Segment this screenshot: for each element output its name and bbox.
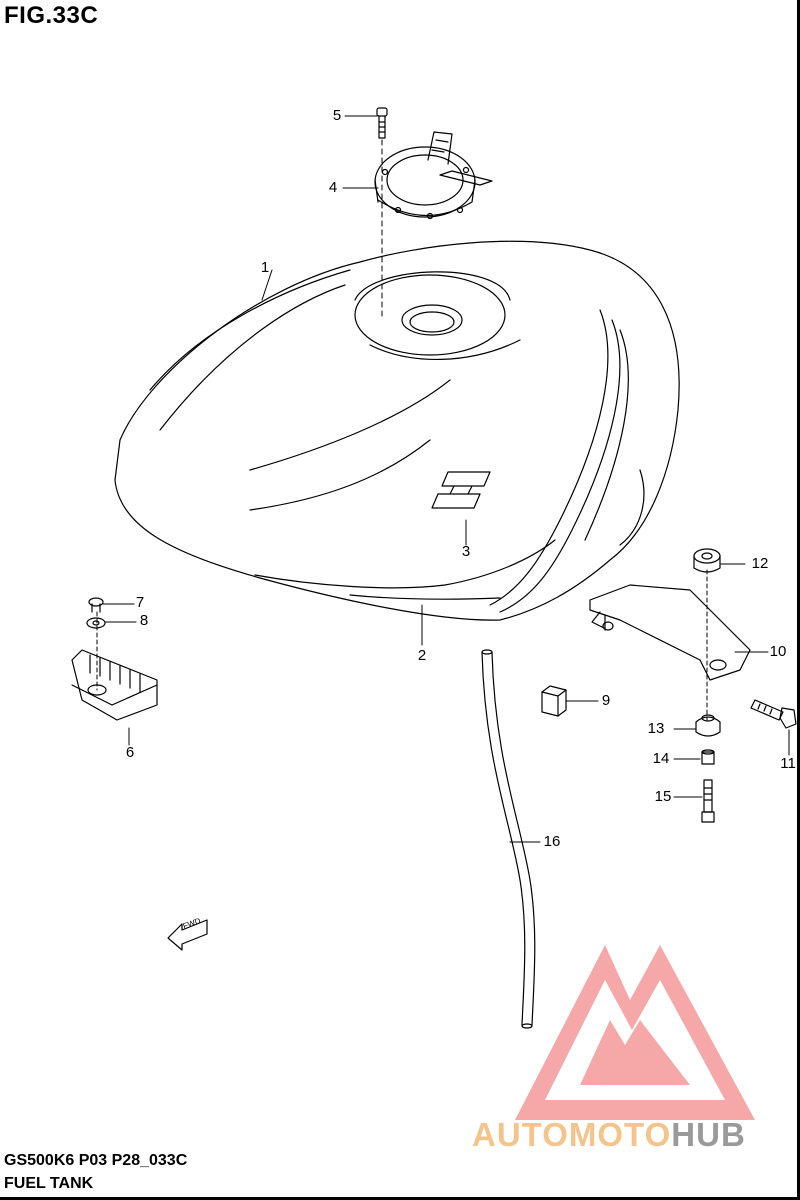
cushion-13-drawing: [695, 714, 721, 737]
callout-15: 15: [654, 788, 672, 805]
figure-title: FIG.33C: [4, 2, 99, 29]
callout-14: 14: [652, 750, 670, 767]
hose-16-drawing: [481, 649, 536, 1029]
callout-8: 8: [139, 612, 149, 629]
callout-4: 4: [328, 179, 338, 196]
emblem-3-drawing: [431, 471, 491, 509]
watermark-logo-icon: [515, 945, 755, 1120]
cushion-9-drawing: [541, 685, 567, 717]
watermark-text: AUTOMOTOHUB: [472, 1116, 746, 1154]
watermark-text-part2: HUB: [671, 1116, 746, 1153]
callout-5: 5: [332, 107, 342, 124]
cushion-6-drawing: [71, 649, 158, 721]
callout-11: 11: [780, 755, 796, 772]
callout-7: 7: [135, 594, 145, 611]
fwd-arrow-icon: [167, 919, 208, 951]
callout-2: 2: [417, 647, 427, 664]
leader-lines: [96, 115, 790, 843]
callout-10: 10: [769, 643, 787, 660]
callout-12: 12: [751, 555, 769, 572]
callout-16: 16: [543, 833, 561, 850]
washer-8-drawing: [86, 617, 106, 629]
bolt-11-drawing: [750, 699, 797, 729]
bracket-10-drawing: [589, 584, 751, 681]
fuel-tank-drawing: [114, 240, 680, 621]
callout-3: 3: [461, 543, 471, 560]
callout-9: 9: [601, 692, 611, 709]
fuel-cap-drawing: [374, 131, 493, 220]
cushion-12-drawing: [693, 548, 721, 573]
screw-5-drawing: [376, 107, 388, 139]
callout-13: 13: [647, 720, 665, 737]
callout-6: 6: [125, 744, 135, 761]
model-code: GS500K6 P03 P28_033C: [4, 1152, 188, 1169]
bolt-15-drawing: [701, 779, 715, 823]
collar-14-drawing: [701, 749, 715, 765]
callout-1: 1: [260, 259, 270, 276]
part-group-name: FUEL TANK: [4, 1175, 94, 1192]
watermark-text-part1: AUTOMOTO: [472, 1116, 672, 1153]
screw-7-drawing: [88, 597, 104, 613]
